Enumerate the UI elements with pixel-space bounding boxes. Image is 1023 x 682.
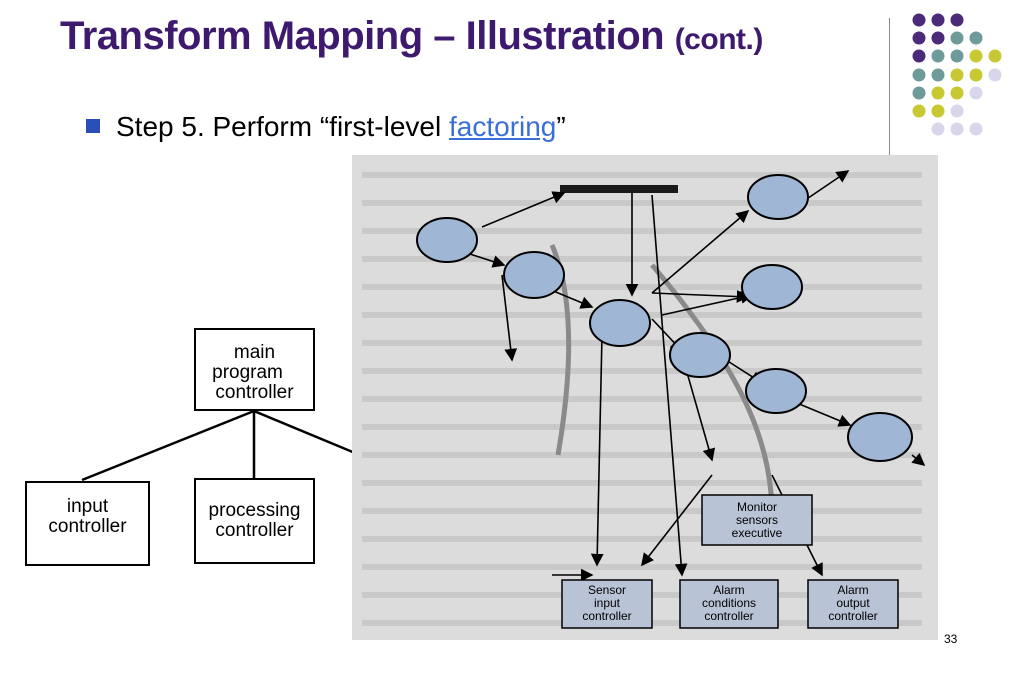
svg-text:controller: controller xyxy=(582,609,631,623)
dot-row-5 xyxy=(912,86,983,100)
slide-title: Transform Mapping – Illustration (cont.) xyxy=(60,14,763,59)
processing-label-line1: processing xyxy=(208,500,301,521)
dot-row-1 xyxy=(912,13,964,27)
main-label-line2: program xyxy=(212,362,283,383)
bullet-text: Step 5. Perform “first-level xyxy=(116,111,449,142)
input-label-line1: input xyxy=(66,496,109,517)
dot-row-2 xyxy=(912,31,983,45)
svg-text:conditions: conditions xyxy=(702,596,756,610)
monitor-sensors-executive-box: Monitor sensors executive xyxy=(701,494,813,546)
svg-text:Alarm: Alarm xyxy=(837,583,868,597)
title-cont: (cont.) xyxy=(674,23,764,56)
processing-label-line2: controller xyxy=(215,520,294,541)
decorative-dot-grid xyxy=(912,13,1002,136)
svg-text:input: input xyxy=(594,596,621,610)
dot-row-7 xyxy=(931,122,983,136)
bullet-square-icon xyxy=(86,119,100,133)
input-label-line2: controller xyxy=(48,516,127,537)
title-main: Transform Mapping – Illustration xyxy=(60,14,665,58)
main-program-controller-box: main program controller xyxy=(194,328,315,411)
bullet-step5: Step 5. Perform “first-level factoring” xyxy=(86,111,566,143)
alarm-output-controller-box: Alarm output controller xyxy=(807,579,899,629)
sensor-input-controller-box: Sensor input controller xyxy=(561,579,653,629)
svg-text:sensors: sensors xyxy=(736,513,778,527)
boundary-curve-right xyxy=(650,263,775,516)
transform-mapping-figure: Monitor sensors executive Sensor input c… xyxy=(352,155,938,640)
main-label-line1: main xyxy=(233,342,276,363)
process-bubbles xyxy=(416,174,913,462)
svg-text:controller: controller xyxy=(828,609,877,623)
dot-row-3 xyxy=(912,49,1002,63)
svg-text:Sensor: Sensor xyxy=(588,583,626,597)
page-number: 33 xyxy=(944,632,958,646)
svg-text:Monitor: Monitor xyxy=(737,500,777,514)
svg-text:output: output xyxy=(836,596,870,610)
svg-text:Alarm: Alarm xyxy=(713,583,744,597)
main-label-line3: controller xyxy=(215,382,294,403)
svg-text:controller: controller xyxy=(704,609,753,623)
factoring-link[interactable]: factoring xyxy=(448,111,557,142)
processing-controller-box: processing controller xyxy=(194,478,315,564)
input-controller-box: input controller xyxy=(25,481,150,566)
title-divider xyxy=(889,18,890,156)
svg-text:executive: executive xyxy=(732,526,783,540)
dot-row-4 xyxy=(912,68,1002,82)
dot-row-6 xyxy=(912,104,964,118)
alarm-conditions-controller-box: Alarm conditions controller xyxy=(679,579,779,629)
top-bar xyxy=(560,185,678,193)
bullet-suffix: ” xyxy=(556,111,566,142)
